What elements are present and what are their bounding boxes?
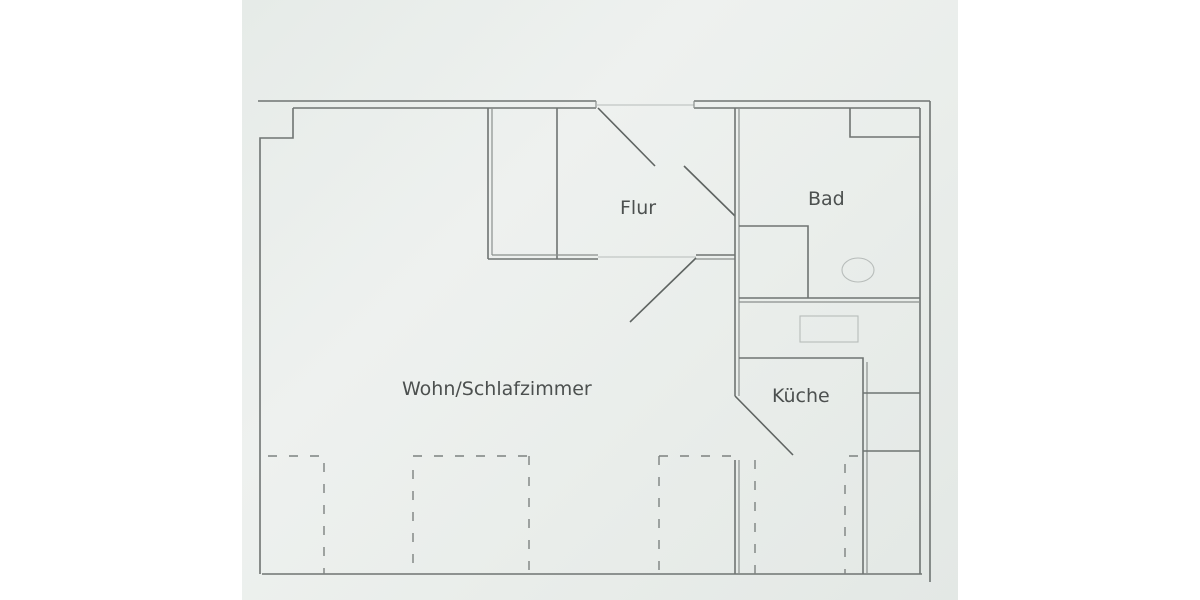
- room-label-bad: Bad: [808, 188, 845, 210]
- room-label-kueche: Küche: [772, 385, 830, 407]
- room-label-wohn-schlafzimmer: Wohn/Schlafzimmer: [402, 378, 592, 400]
- floor-plan-photo: [242, 0, 958, 600]
- window-markers: [268, 455, 858, 574]
- door-swings: [597, 107, 794, 456]
- closet-walls: [487, 108, 735, 260]
- outer-walls: [258, 100, 931, 582]
- room-label-flur: Flur: [620, 197, 657, 219]
- inner-walls: [734, 108, 920, 574]
